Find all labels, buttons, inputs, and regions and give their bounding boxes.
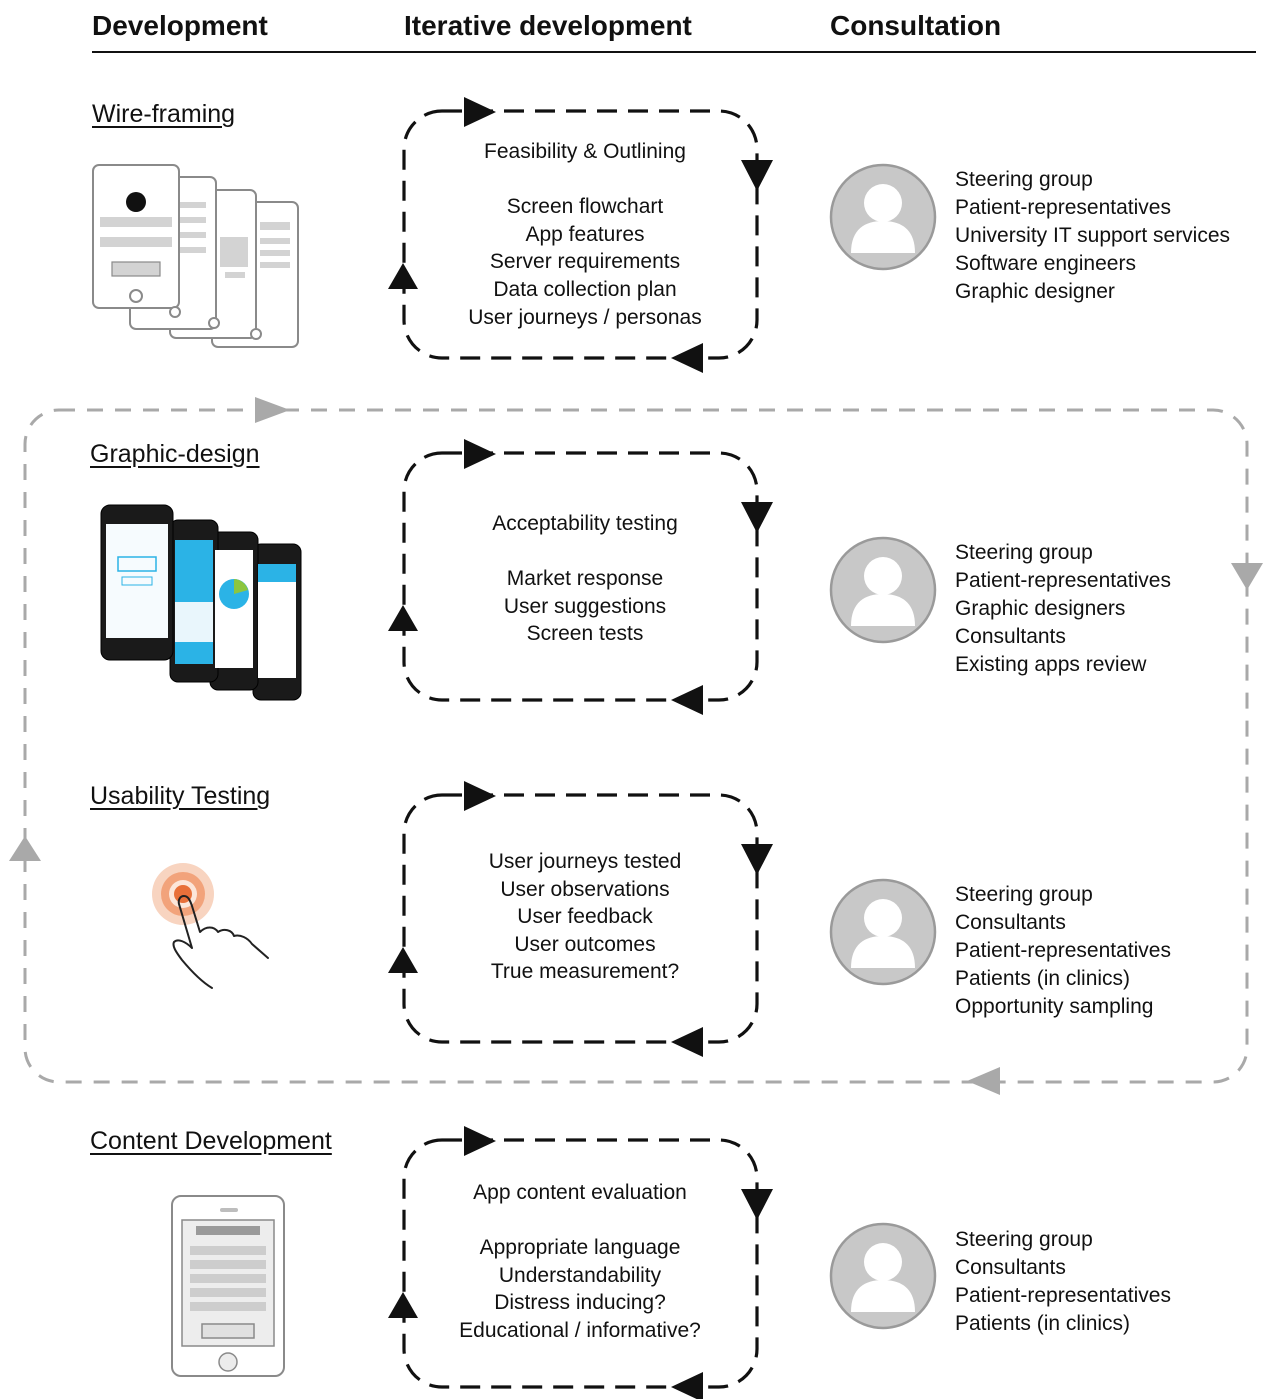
outer-arrow-up-icon <box>9 836 41 861</box>
cycle-line: App content evaluation <box>473 1181 687 1204</box>
consultation-list-usability: Steering group Consultants Patient-repre… <box>955 881 1171 1021</box>
consultation-item: Steering group <box>955 541 1093 564</box>
consultation-item: Graphic designers <box>955 597 1126 620</box>
cycle-line: Understandability <box>498 1263 662 1287</box>
consultation-item: University IT support services <box>955 224 1231 247</box>
avatar-icon <box>829 163 937 271</box>
cycle-arrow-down-icon <box>741 502 773 533</box>
cycle-text-content: App content evaluation Appropriate langu… <box>435 1179 725 1345</box>
cycle-arrow-down-icon <box>741 160 773 191</box>
cycle-loop-wireframing <box>388 97 773 373</box>
consultation-item: Graphic designer <box>955 280 1115 303</box>
cycle-line: Market response <box>506 567 664 591</box>
stage-title-graphic-design: Graphic-design <box>90 440 260 468</box>
cycle-line <box>440 166 730 194</box>
cycle-text-usability: User journeys tested User observations U… <box>440 848 730 986</box>
cycle-line: User feedback <box>517 905 653 929</box>
avatar-icon <box>829 1222 937 1330</box>
cycle-arrow-up-icon <box>388 1292 418 1318</box>
consultation-item: Patients (in clinics) <box>955 1312 1131 1335</box>
cycle-line: Server requirements <box>489 250 681 274</box>
consultation-list-wireframing: Steering group Patient-representatives U… <box>955 166 1230 306</box>
cycle-arrow-down-icon <box>741 844 773 875</box>
cycle-line: Data collection plan <box>493 277 677 301</box>
cycle-arrow-left-icon <box>671 343 703 373</box>
cycle-arrow-right-icon <box>464 1126 496 1156</box>
cycle-arrow-right-icon <box>464 781 496 811</box>
cycle-arrow-right-icon <box>464 439 496 469</box>
consultation-item: Software engineers <box>955 252 1136 275</box>
consultation-list-content: Steering group Consultants Patient-repre… <box>955 1226 1171 1338</box>
cycle-line: Screen tests <box>526 622 644 646</box>
stage-title-usability-testing: Usability Testing <box>90 782 271 810</box>
cycle-arrow-up-icon <box>388 605 418 631</box>
consultation-item: Opportunity sampling <box>955 995 1154 1018</box>
cycle-loop-graphic-design <box>388 439 773 715</box>
consultation-item: Patient-representatives <box>955 569 1171 592</box>
consultation-item: Patient-representatives <box>955 196 1171 219</box>
content-phone-icon <box>171 1195 285 1377</box>
wireframe-screens-icon <box>92 164 299 348</box>
cycle-line: Screen flowchart <box>506 195 664 219</box>
consultation-item: Consultants <box>955 625 1066 648</box>
outer-arrow-down-icon <box>1231 563 1263 590</box>
cycle-line: User journeys / personas <box>468 305 702 329</box>
cycle-line: Feasibility & Outlining <box>484 140 686 163</box>
cycle-line: Acceptability testing <box>492 512 678 535</box>
cycle-line: Educational / informative? <box>459 1318 701 1342</box>
consultation-item: Steering group <box>955 168 1093 191</box>
cycle-arrow-down-icon <box>741 1189 773 1220</box>
header-consultation: Consultation <box>830 10 1002 41</box>
touch-gesture-icon <box>152 863 269 989</box>
cycle-line: App features <box>525 222 645 246</box>
consultation-item: Consultants <box>955 1256 1066 1279</box>
cycle-arrow-up-icon <box>388 947 418 973</box>
cycle-line: User suggestions <box>503 594 667 618</box>
cycle-line: Appropriate language <box>479 1236 681 1260</box>
outer-arrow-right-icon <box>255 397 290 423</box>
consultation-item: Patient-representatives <box>955 939 1171 962</box>
cycle-line: User journeys tested <box>488 850 682 873</box>
consultation-item: Patient-representatives <box>955 1284 1171 1307</box>
cycle-arrow-left-icon <box>671 1372 703 1399</box>
cycle-arrow-left-icon <box>671 685 703 715</box>
consultation-list-graphic-design: Steering group Patient-representatives G… <box>955 539 1171 679</box>
cycle-loop-content <box>388 1126 773 1399</box>
consultation-item: Steering group <box>955 883 1093 906</box>
cycle-line: Distress inducing? <box>494 1291 666 1315</box>
consultation-item: Existing apps review <box>955 653 1147 676</box>
consultation-item: Consultants <box>955 911 1066 934</box>
header-iterative-development: Iterative development <box>404 10 692 41</box>
cycle-line <box>435 1207 725 1235</box>
outer-arrow-left-icon <box>967 1067 1000 1095</box>
cycle-arrow-up-icon <box>388 263 418 289</box>
outer-feedback-loop <box>9 397 1263 1095</box>
avatar-icon <box>829 536 937 644</box>
header-development: Development <box>92 10 268 41</box>
cycle-line: User observations <box>500 877 670 901</box>
consultation-item: Patients (in clinics) <box>955 967 1131 990</box>
cycle-arrow-left-icon <box>671 1027 703 1057</box>
stage-title-wireframing: Wire-framing <box>92 100 236 128</box>
consultation-item: Steering group <box>955 1228 1093 1251</box>
cycle-line: User outcomes <box>514 932 656 956</box>
avatar-icon <box>829 878 937 986</box>
cycle-text-wireframing: Feasibility & Outlining Screen flowchart… <box>440 138 730 331</box>
cycle-arrow-right-icon <box>464 97 496 127</box>
cycle-line <box>440 538 730 566</box>
cycle-loop-usability <box>388 781 773 1057</box>
cycle-line: True measurement? <box>490 960 680 984</box>
stage-title-content-development: Content Development <box>90 1127 332 1155</box>
cycle-text-graphic-design: Acceptability testing Market response Us… <box>440 510 730 648</box>
phone-screens-icon <box>100 504 302 701</box>
